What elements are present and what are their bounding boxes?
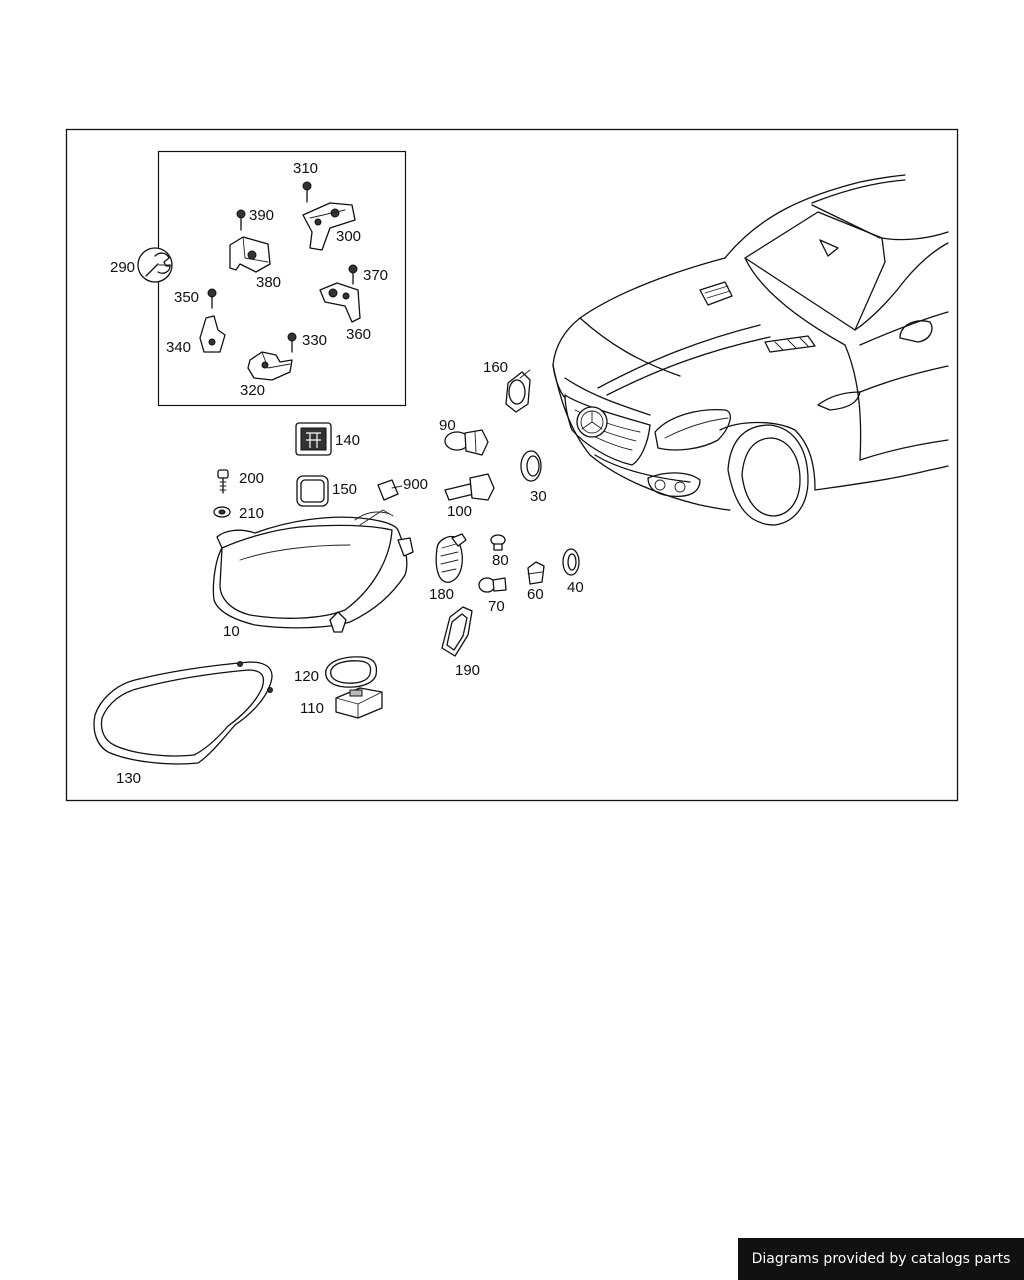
label-320: 320: [240, 382, 265, 399]
label-210: 210: [239, 505, 264, 522]
label-30: 30: [530, 488, 547, 505]
label-100: 100: [447, 503, 472, 520]
label-70: 70: [488, 598, 505, 615]
headlamp-parts: [93, 264, 580, 765]
label-330: 330: [302, 332, 327, 349]
label-300: 300: [336, 228, 361, 245]
label-140: 140: [335, 432, 360, 449]
label-900: 900: [403, 476, 428, 493]
label-390: 390: [249, 207, 274, 224]
label-180: 180: [429, 586, 454, 603]
label-190: 190: [455, 662, 480, 679]
label-120: 120: [294, 668, 319, 685]
label-90: 90: [439, 417, 456, 434]
label-380: 380: [256, 274, 281, 291]
label-130: 130: [116, 770, 141, 787]
label-340: 340: [166, 339, 191, 356]
repair-kit-parts: [137, 181, 361, 381]
label-150: 150: [332, 481, 357, 498]
label-360: 360: [346, 326, 371, 343]
label-110: 110: [300, 700, 324, 717]
diagram-frame: [65, 128, 959, 802]
part-number-labels: 310 390 300 290 370 380 350 360 330 340 …: [110, 160, 584, 787]
label-350: 350: [174, 289, 199, 306]
credit-banner: Diagrams provided by catalogs parts: [738, 1238, 1024, 1280]
vehicle-illustration: [552, 174, 949, 526]
label-370: 370: [363, 267, 388, 284]
label-290: 290: [110, 259, 135, 276]
label-310: 310: [293, 160, 318, 177]
label-80: 80: [492, 552, 509, 569]
label-60: 60: [527, 586, 544, 603]
label-40: 40: [567, 579, 584, 596]
label-160: 160: [483, 359, 508, 376]
label-10: 10: [223, 623, 240, 640]
label-200: 200: [239, 470, 264, 487]
